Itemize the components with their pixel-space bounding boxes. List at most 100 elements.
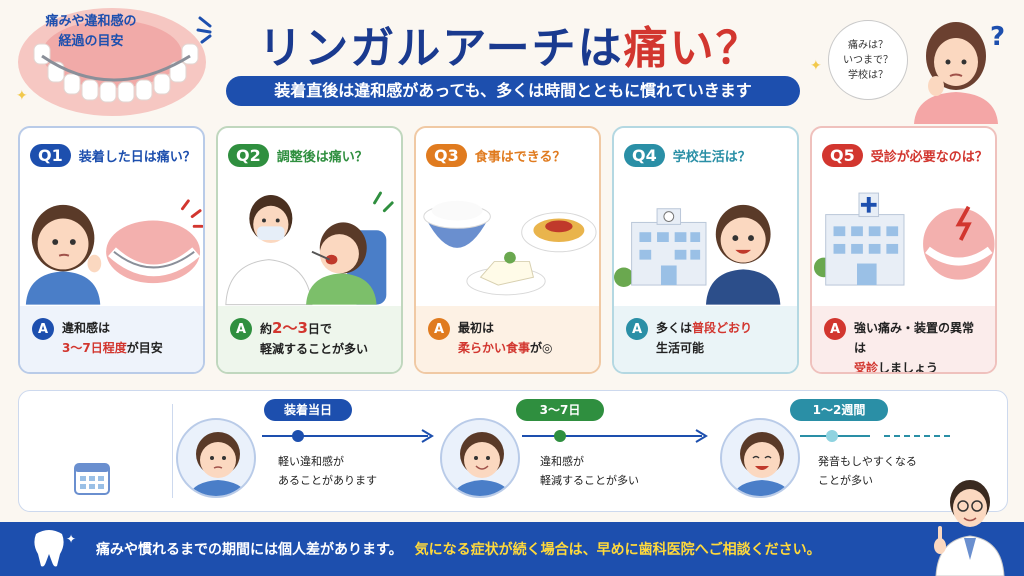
q-badge: Q4 [624,144,665,167]
answer-text: 最初は 柔らかい食事が◎ [458,318,553,358]
question-text: 装着した日は痛い？ [78,150,196,165]
a-badge: A [230,318,252,340]
answer-line: 多くは普段どおり [656,318,752,338]
title-main: リンガルアーチは [258,23,624,74]
answer-pre: 約 [260,322,273,336]
worried-woman-illustration [914,22,998,124]
page-title: リンガルアーチは痛い？ [230,12,790,76]
hospital-illustration [813,192,995,286]
answer-text: 違和感は 3〜7日程度が目安 [62,318,163,358]
a-badge: A [824,318,846,340]
question-text: 受診が必要なのは？ [870,150,988,165]
answer-line: 受診しましょう [854,358,985,374]
emphasis-lines-icon [196,16,212,44]
answer-line: 柔らかい食事が◎ [458,338,553,358]
answer-area: A 違和感は 3〜7日程度が目安 [20,306,203,372]
school-boy-illustration [614,204,781,305]
answer-highlight: 柔らかい食事 [458,341,531,355]
a-badge: A [32,318,54,340]
footer-highlight-text: 気になる症状が続く場合は、早めに歯科医院へご相談ください。 [414,542,821,558]
answer-text: 多くは普段どおり 生活可能 [656,318,752,358]
stage-label: 装着当日 [264,399,352,421]
boy-uneasy-icon [188,432,248,496]
title-accent: 痛い？ [623,23,762,74]
timeline-divider [172,404,173,498]
qa-card-1: Q1 装着した日は痛い？ A 違和感は 3〜7日程度が目安 [18,126,205,374]
sparkle-icon: ✦ [810,58,822,74]
qa-card-4: Q4 学校生活は？ A 多くは普段どおり 生活可能 [612,126,799,374]
stage-text-line: 軽減することが多い [540,474,639,487]
question-text: 学校生活は？ [672,150,751,165]
stage-text-line: あることがあります [278,474,377,487]
sparkle-icon: ✦ [16,88,28,104]
answer-highlight: 受診 [854,361,879,374]
timeline-title-line: 経過の目安 [58,34,124,49]
calendar-icon [74,463,110,495]
stage-text-line: 発音もしやすくなる [818,455,917,468]
q-badge: Q1 [30,144,71,167]
answer-text: 強い痛み・装置の異常は 受診しましょう [854,318,985,374]
stage-label: 1〜2週間 [790,399,888,421]
bubble-line: いつまで？ [843,54,893,66]
boy-happy-icon [732,432,792,496]
stage-label: 3〜7日 [516,399,604,421]
timeline-arrow [262,429,434,443]
dental-arch-illustration [18,8,206,116]
bubble-line: 痛みは？ [848,39,888,51]
question-bubble: 痛みは？ いつまで？ 学校は？ [828,20,908,100]
answer-line: 3〜7日程度が目安 [62,338,163,358]
answer-tail: が◎ [530,341,553,355]
timeline-title: 痛みや違和感の 経過の目安 [16,12,166,52]
timeline-title-line: 痛みや違和感の [45,14,137,29]
answer-text: 約2〜3日で 軽減することが多い [260,318,368,359]
stage-text-line: ことが多い [818,474,873,487]
answer-line: 生活可能 [656,341,705,355]
page-subtitle: 装着直後は違和感があっても、多くは時間とともに慣れていきます [226,76,800,106]
stage-text-line: 違和感が [540,455,584,468]
qa-card-3: Q3 食事はできる？ A 最初は 柔らかい食事が◎ [414,126,601,374]
timeline-face [440,418,520,498]
q-badge: Q5 [822,144,863,167]
stage-text: 軽い違和感が あることがあります [278,452,428,490]
tooth-icon [34,530,64,567]
answer-area: A 最初は 柔らかい食事が◎ [416,306,599,372]
answer-line: 最初は [458,321,495,335]
stage-text-line: 軽い違和感が [278,455,344,468]
sparkle-icon: ✦ [66,532,77,546]
dentist-checkup-illustration [225,191,394,306]
footer-text: 痛みや慣れるまでの期間には個人差があります。 [96,542,403,558]
q-badge: Q3 [426,144,467,167]
stage-text: 違和感が 軽減することが多い [540,452,700,490]
footer-banner: 痛みや慣れるまでの期間には個人差があります。 気になる症状が続く場合は、早めに歯… [0,522,1024,576]
boy-thinking-illustration [25,199,203,305]
answer-highlight: 普段どおり [692,321,753,335]
a-badge: A [428,318,450,340]
question-mark-icon: ? [990,22,1006,52]
answer-line: 違和感は [62,321,111,335]
a-badge: A [626,318,648,340]
answer-tail: が目安 [126,341,163,355]
answer-area: A 約2〜3日で 軽減することが多い [218,306,401,372]
answer-line: 強い痛み・装置の異常は [854,321,975,355]
question-text: 食事はできる？ [474,150,566,165]
doctor-illustration [934,480,1005,576]
answer-line: 軽減することが多い [260,342,369,356]
soft-food-illustration [423,200,597,296]
answer-line: 約2〜3日で [260,318,368,339]
answer-pre: 多くは [656,321,693,335]
stage-text: 発音もしやすくなる ことが多い [818,452,958,490]
qa-card-5: Q5 受診が必要なのは？ A 強い痛み・装置の異常は 受診しましょう [810,126,997,374]
answer-post: 日で [307,322,332,336]
bubble-line: 学校は？ [848,69,888,81]
boy-smiling-icon [452,432,512,496]
answer-area: A 多くは普段どおり 生活可能 [614,306,797,372]
answer-area: A 強い痛み・装置の異常は 受診しましょう [812,306,995,372]
question-text: 調整後は痛い？ [276,150,368,165]
timeline-face [176,418,256,498]
qa-card-2: Q2 調整後は痛い？ A 約2〜3日で 軽減することが多い [216,126,403,374]
answer-highlight: 2〜3 [272,319,308,337]
timeline-arrow [522,429,708,443]
timeline-face [720,418,800,498]
timeline-arrow [800,430,952,442]
answer-tail: しましょう [878,361,939,374]
